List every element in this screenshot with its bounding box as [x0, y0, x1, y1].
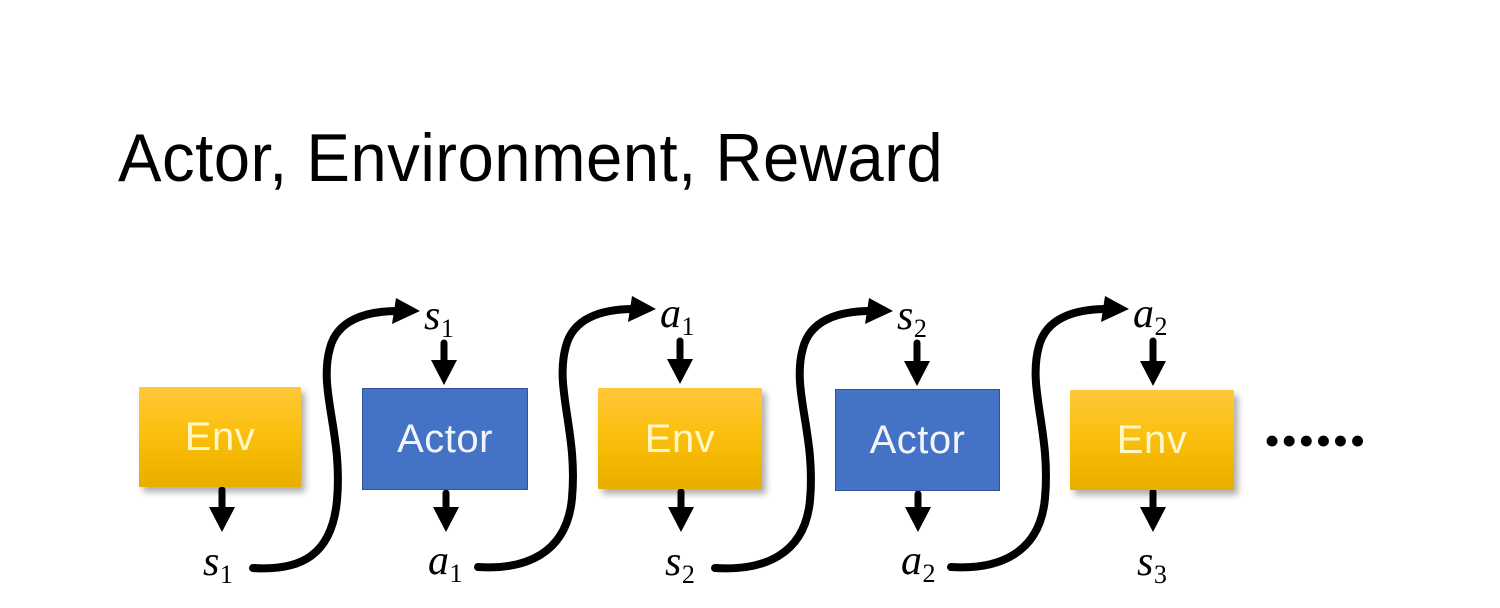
subscript: 1 — [449, 558, 463, 588]
subscript: 1 — [219, 559, 233, 589]
label-top-a1: a1 — [660, 291, 695, 339]
arrow-down-s2-to-actor2 — [904, 339, 930, 386]
node-label: Env — [644, 416, 716, 461]
label-top-s2: s2 — [897, 293, 927, 341]
label-bottom-a2: a2 — [901, 538, 936, 586]
subscript: 1 — [681, 311, 695, 341]
arrow-down-a2-to-env3 — [1140, 337, 1166, 386]
label-bottom-s2: s2 — [665, 539, 695, 587]
node-actor-2[interactable]: Actor — [835, 389, 1000, 491]
arrow-down-env2-to-s2 — [668, 488, 694, 532]
label-bottom-a1: a1 — [428, 538, 463, 586]
arrow-down-a1-to-env2 — [667, 337, 693, 384]
subscript: 2 — [681, 559, 695, 589]
symbol: s — [1137, 539, 1154, 585]
node-env-3[interactable]: Env — [1070, 390, 1234, 490]
subscript: 2 — [922, 558, 936, 588]
label-top-a2: a2 — [1133, 291, 1168, 339]
subscript: 2 — [913, 313, 927, 343]
symbol: a — [1133, 291, 1154, 337]
node-label: Actor — [869, 418, 966, 462]
subscript: 2 — [1154, 311, 1168, 341]
symbol: s — [665, 539, 682, 585]
arrow-down-env1-to-s1 — [209, 486, 235, 532]
symbol: s — [203, 539, 220, 585]
symbol: a — [660, 291, 681, 337]
node-label: Env — [184, 415, 256, 459]
subscript: 3 — [1153, 559, 1167, 589]
arrow-down-actor2-to-a2 — [905, 490, 931, 532]
symbol: s — [897, 293, 914, 339]
node-label: Actor — [397, 417, 493, 461]
continuation-ellipsis: •••••• — [1264, 415, 1367, 466]
node-env-1[interactable]: Env — [139, 387, 301, 487]
symbol: s — [424, 293, 441, 339]
node-env-2[interactable]: Env — [598, 388, 762, 489]
node-label: Env — [1116, 418, 1188, 462]
subscript: 1 — [440, 313, 454, 343]
symbol: a — [901, 538, 922, 584]
arrow-down-env3-to-s3 — [1140, 488, 1166, 532]
arrow-down-s1-to-actor1 — [431, 339, 457, 385]
label-top-s1: s1 — [424, 293, 454, 341]
label-bottom-s3: s3 — [1137, 539, 1167, 587]
arrow-down-actor1-to-a1 — [433, 489, 459, 532]
symbol: a — [428, 538, 449, 584]
node-actor-1[interactable]: Actor — [362, 388, 528, 490]
page-title: Actor, Environment, Reward — [118, 120, 944, 196]
label-bottom-s1: s1 — [203, 539, 233, 587]
